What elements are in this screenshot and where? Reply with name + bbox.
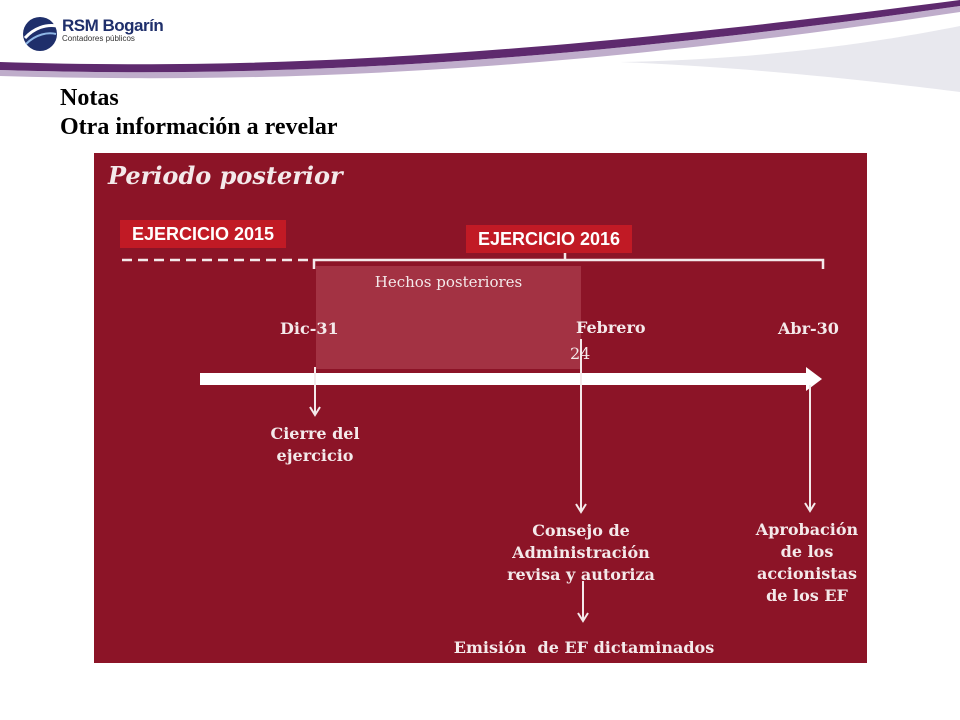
event-line: Cierre del <box>270 424 360 443</box>
header-decorative-band <box>0 0 960 92</box>
globe-icon <box>23 17 58 51</box>
hechos-posteriores-box <box>316 266 581 369</box>
emision-ef-dictaminados: Emisión de EF dictaminados <box>453 638 715 657</box>
event-line: de los EF <box>766 586 848 605</box>
logo-name: RSM Bogarín <box>62 16 164 35</box>
ejercicio-2016-label: EJERCICIO 2016 <box>466 225 633 253</box>
diagram-heading: Periodo posterior <box>108 161 343 190</box>
ejercicio-2015-label: EJERCICIO 2015 <box>120 220 287 248</box>
milestone-24: 24 <box>570 344 591 363</box>
event-line: Administración <box>512 543 650 562</box>
page-title: Notas Otra información a revelar <box>60 84 337 142</box>
title-line-1: Notas <box>60 85 119 111</box>
milestone-febrero: Febrero <box>576 318 646 337</box>
title-line-2: Otra información a revelar <box>60 114 338 140</box>
event-consejo-administracion: Consejo de Administración revisa y autor… <box>496 520 666 586</box>
event-aprobacion-accionistas: Aprobación de los accionistas de los EF <box>746 519 867 607</box>
logo-subtitle: Contadores públicos <box>62 34 135 43</box>
hechos-posteriores-label: Hechos posteriores <box>374 273 523 291</box>
event-line: accionistas <box>756 564 858 583</box>
rsm-logo <box>20 14 170 54</box>
event-line: de los <box>780 542 834 561</box>
event-line: ejercicio <box>276 446 354 465</box>
logo-text: RSM Bogarín Contadores públicos <box>62 16 164 43</box>
timeline-lines <box>122 247 825 623</box>
milestone-abr-30: Abr-30 <box>778 319 839 338</box>
event-cierre-ejercicio: Cierre del ejercicio <box>250 423 380 467</box>
event-line: Consejo de <box>532 521 630 540</box>
event-line: Aprobación <box>755 520 859 539</box>
event-line: revisa y autoriza <box>507 565 655 584</box>
milestone-dic-31: Dic-31 <box>280 319 339 338</box>
timeline-diagram-panel: Periodo posterior EJERCICIO 2015 EJERCIC… <box>94 153 867 663</box>
